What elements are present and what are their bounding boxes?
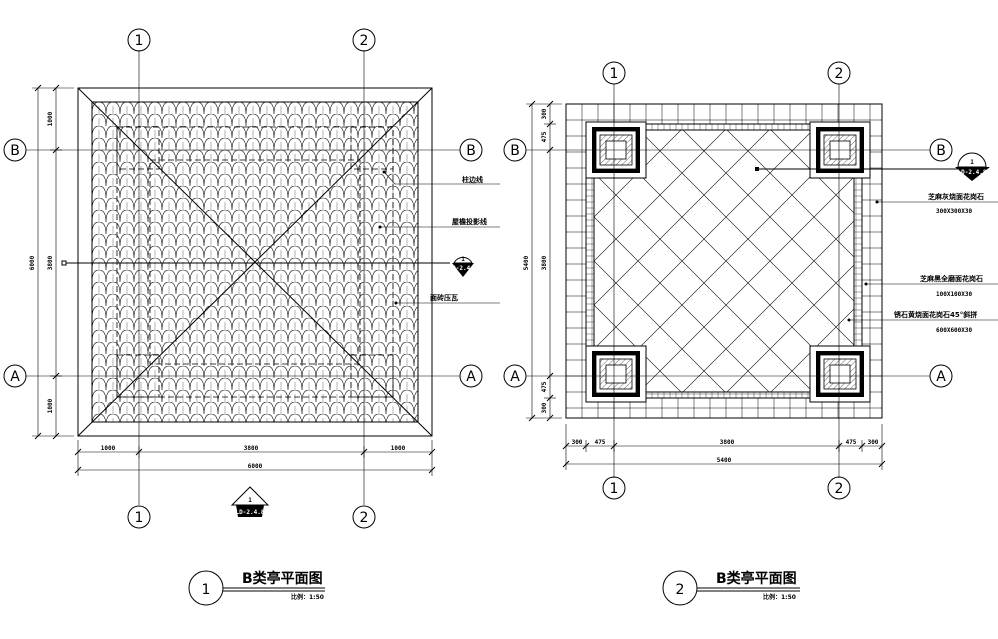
svg-text:芝麻黑全磨面花岗石: 芝麻黑全磨面花岗石 [920, 274, 983, 283]
grid-bubble-B-right: B [459, 138, 483, 162]
svg-text:1: 1 [202, 582, 211, 598]
callout-column-line: 柱边线 [382, 170, 500, 185]
inner-column-line [149, 159, 361, 365]
callout-eave-line: 屋檐投影线 [378, 217, 500, 229]
grid-bubble-2-top: 2 [352, 28, 376, 52]
svg-text:2: 2 [835, 481, 844, 497]
svg-text:600X600X30: 600X600X30 [936, 327, 973, 334]
svg-text:B: B [936, 143, 946, 159]
svg-text:1: 1 [135, 33, 144, 49]
svg-text:LD-2.4.8: LD-2.4.8 [236, 509, 265, 516]
grid-bubble-1-top: 1 [127, 28, 151, 52]
svg-text:1: 1 [135, 510, 144, 526]
svg-text:475: 475 [541, 381, 548, 392]
svg-text:3800: 3800 [244, 445, 259, 452]
svg-text:1000: 1000 [47, 398, 54, 413]
svg-text:6000: 6000 [248, 463, 263, 470]
svg-text:2: 2 [360, 510, 369, 526]
callout-tile: 面砖压瓦 [394, 293, 500, 305]
grid-bubble-A-left: A [3, 364, 27, 388]
section-mark-bottom: 1 LD-2.4.8 [230, 486, 270, 517]
svg-text:300: 300 [572, 439, 583, 446]
svg-text:B: B [510, 143, 520, 159]
svg-text:475: 475 [541, 131, 548, 142]
svg-text:3800: 3800 [47, 255, 54, 270]
svg-text:A: A [510, 369, 520, 385]
plan-1: 1 2 1 2 B B A A [3, 28, 500, 606]
grid-bubble-A-right: A [929, 364, 953, 388]
callout-border-paving: 芝麻黑全磨面花岗石 100X100X30 [864, 274, 998, 298]
svg-text:5400: 5400 [717, 457, 732, 464]
svg-text:2: 2 [676, 582, 685, 598]
svg-text:300: 300 [541, 108, 548, 119]
svg-text:B: B [10, 143, 20, 159]
svg-text:1: 1 [610, 481, 619, 497]
svg-text:300X300X30: 300X300X30 [936, 208, 973, 215]
svg-text:柱边线: 柱边线 [462, 175, 483, 184]
callout-outer-paving: 芝麻灰烧面花岗石 300X300X30 [875, 192, 998, 215]
svg-text:1: 1 [248, 497, 252, 504]
svg-text:2: 2 [835, 66, 844, 82]
svg-text:A: A [936, 369, 946, 385]
svg-text:面砖压瓦: 面砖压瓦 [430, 293, 458, 302]
svg-text:锈石黄烧面花岗石45°斜拼: 锈石黄烧面花岗石45°斜拼 [894, 310, 977, 319]
grid-bubble-B-right: B [929, 138, 953, 162]
dimension-left: 300 475 3800 475 300 5400 [523, 100, 562, 422]
svg-text:475: 475 [595, 439, 606, 446]
svg-text:3800: 3800 [720, 439, 735, 446]
grid-bubble-1-bottom: 1 [127, 505, 151, 529]
svg-text:1000: 1000 [47, 111, 54, 126]
plan-1-title: 1 B类亭平面图 比例：1:50 [188, 570, 325, 606]
section-mark-2: 1 LD-2.4.8 [755, 152, 990, 181]
column-dash [116, 126, 160, 170]
roof-outline [77, 87, 433, 437]
grid-bubble-B-left: B [503, 138, 527, 162]
dimension-bottom: 300 475 3800 475 300 5400 [562, 424, 886, 470]
plan-2: 1 2 1 2 B B A A [503, 61, 998, 606]
grid-bubble-2-bottom: 2 [352, 505, 376, 529]
callout-center-paving: 锈石黄烧面花岗石45°斜拼 600X600X30 [847, 310, 998, 334]
dimension-bottom: 1000 3800 1000 6000 [74, 440, 436, 476]
svg-text:2: 2 [360, 33, 369, 49]
grid-bubble-2-bottom: 2 [827, 476, 851, 500]
svg-text:LD-2.4.7: LD-2.4.7 [449, 265, 478, 272]
svg-text:1: 1 [461, 256, 465, 263]
svg-text:1000: 1000 [101, 445, 116, 452]
svg-text:475: 475 [846, 439, 857, 446]
section-mark-1: 1 LD-2.4.7 [66, 256, 478, 277]
svg-text:A: A [10, 369, 20, 385]
grid-bubble-1-bottom: 1 [602, 476, 626, 500]
svg-text:300: 300 [868, 439, 879, 446]
svg-text:1: 1 [970, 159, 974, 166]
grid-bubble-A-left: A [503, 364, 527, 388]
svg-text:1000: 1000 [391, 445, 406, 452]
roof-hip-line [77, 87, 433, 437]
svg-text:5400: 5400 [523, 255, 530, 270]
svg-text:屋檐投影线: 屋檐投影线 [452, 217, 487, 226]
svg-text:B类亭平面图: B类亭平面图 [242, 570, 323, 587]
svg-text:6000: 6000 [29, 255, 36, 270]
svg-text:比例：1:50: 比例：1:50 [763, 593, 796, 601]
svg-text:LD-2.4.8: LD-2.4.8 [958, 169, 987, 176]
grid-bubble-A-right: A [459, 364, 483, 388]
column-dash [350, 126, 394, 170]
svg-text:3800: 3800 [541, 255, 548, 270]
svg-text:比例：1:50: 比例：1:50 [291, 593, 324, 601]
grid-bubble-2-top: 2 [827, 61, 851, 85]
svg-text:B类亭平面图: B类亭平面图 [716, 570, 797, 587]
grid-bubble-B-left: B [3, 138, 27, 162]
svg-text:A: A [466, 369, 476, 385]
svg-text:芝麻灰烧面花岗石: 芝麻灰烧面花岗石 [928, 192, 984, 201]
svg-text:300: 300 [541, 402, 548, 413]
svg-text:B: B [466, 143, 476, 159]
dimension-left: 1000 3800 1000 6000 [29, 84, 74, 440]
column-line [116, 126, 394, 398]
grid-bubble-1-top: 1 [602, 61, 626, 85]
svg-text:100X100X30: 100X100X30 [936, 291, 973, 298]
svg-text:1: 1 [610, 66, 619, 82]
plan-2-title: 2 B类亭平面图 比例：1:50 [662, 570, 800, 606]
